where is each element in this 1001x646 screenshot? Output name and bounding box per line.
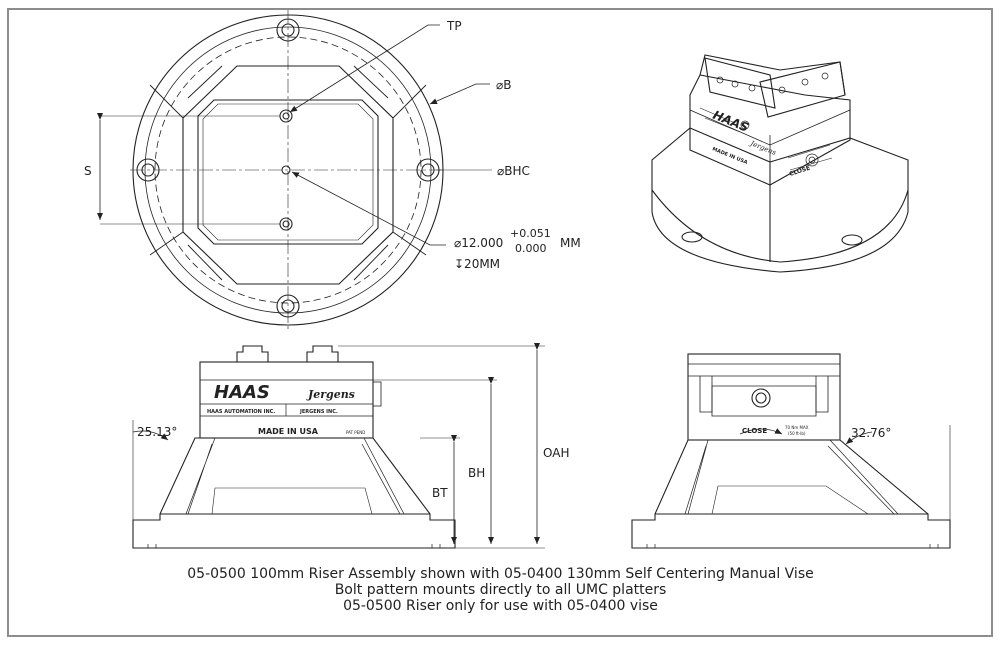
label-s: S (84, 164, 92, 178)
label-oah: OAH (543, 446, 569, 460)
iso-haas-logo: HAAS (711, 108, 751, 135)
label-angle-right: 32.76° (851, 426, 891, 440)
iso-close: CLOSE (788, 165, 811, 178)
side-close: CLOSE (742, 427, 767, 435)
iso-made-in-usa: MADE IN USA (711, 146, 748, 166)
side-torque: 70 Nm MAX (785, 425, 809, 430)
label-angle-left: 25.13° (137, 425, 177, 439)
caption-line-1: 05-0500 100mm Riser Assembly shown with … (187, 566, 814, 582)
label-tp: TP (446, 19, 462, 33)
label-bore-tol-plus: +0.051 (510, 227, 551, 240)
front-jergens-logo: Jergens (306, 388, 355, 401)
drawing-frame (7, 8, 993, 637)
caption-line-2: Bolt pattern mounts directly to all UMC … (334, 582, 667, 598)
label-bore-diameter: ⌀12.000 (454, 236, 503, 250)
label-bore-tol-minus: 0.000 (515, 242, 547, 255)
front-haas-logo: HAAS (214, 382, 270, 403)
top-view (97, 10, 492, 330)
front-haas-automation: HAAS AUTOMATION INC. (207, 409, 275, 415)
label-bore-depth: ↧20MM (454, 257, 500, 271)
side-torque-sub: (50 ft-lb) (788, 431, 806, 436)
label-bore-unit: MM (560, 236, 581, 250)
label-bh: BH (468, 466, 485, 480)
front-jergens-inc: JERGENS INC. (299, 409, 338, 415)
label-diameter-bhc: ⌀BHC (497, 164, 530, 178)
front-view (132, 343, 545, 549)
caption-line-3: 05-0500 Riser only for use with 05-0400 … (343, 598, 658, 614)
side-view (631, 353, 951, 549)
label-bt: BT (432, 486, 448, 500)
isometric-view (651, 54, 909, 273)
label-diameter-b: ⌀B (496, 78, 511, 92)
front-made-in-usa: MADE IN USA (258, 427, 319, 436)
front-pat-pend: PAT PEND (346, 430, 365, 435)
